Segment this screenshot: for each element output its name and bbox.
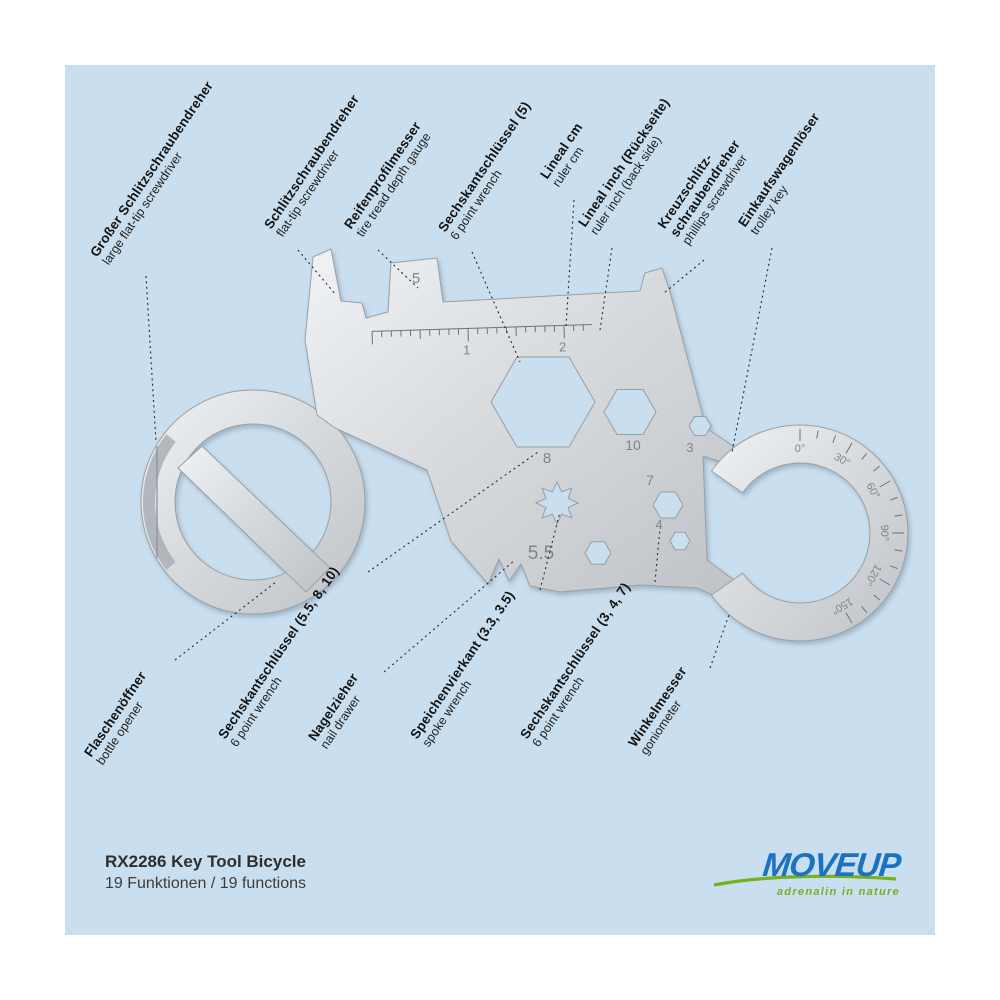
hex-cutout-3 [688,416,712,436]
leader-goniometer [709,611,731,669]
leader-trolley-key [731,247,773,453]
leader-hex-55-8-10 [367,451,539,573]
hex-number-5-5: 5.5 [528,543,554,564]
leader-hex-5 [471,251,521,363]
hex-number-3: 3 [686,440,693,455]
product-info: RX2286 Key Tool Bicycle 19 Funktionen / … [105,852,306,893]
degree-0: 0° [795,443,806,455]
hex-cutout-4 [669,531,691,551]
leader-phillips [663,259,705,294]
moveup-logo-text: MOVEUP [761,846,902,883]
hex-cutout-7 [652,491,684,519]
leader-flat-screwdriver [297,249,337,296]
leader-nail-drawer [383,559,516,673]
hex-cutout-10 [603,389,657,435]
logo-swoosh [713,874,897,887]
product-functions-count: 19 Funktionen / 19 functions [105,875,307,892]
callout-leader-lines [145,199,773,673]
hex-cutout-5-5 [584,541,612,565]
goniometer-ticks [799,429,904,624]
hex-number-10: 10 [625,437,641,453]
spoke-wrench-cutout [534,480,580,526]
hex-number-7: 7 [646,472,654,488]
leader-tread-gauge [377,249,419,289]
goniometer-ring [711,424,909,642]
leader-hex-3-4-7 [654,527,661,583]
bottle-opener-bar [177,445,331,593]
key-tool-bicycle: 1 2 5 8 10 3 7 4 5.5 [140,248,909,642]
hex-cutout-8 [490,356,596,448]
hex-number-4: 4 [655,517,662,532]
tread-gauge-number: 5 [412,270,420,287]
leader-large-flat-screwdriver [145,275,157,443]
hex-number-8: 8 [543,450,551,467]
ruler-number-2: 2 [559,339,567,354]
ruler-number-1: 1 [463,342,471,357]
large-flat-screwdriver-edge [143,434,176,570]
moveup-logo-tagline: adrenalin in nature [776,886,900,898]
degree-90: 90° [878,525,890,542]
ruler-cm: 1 2 [371,323,592,358]
product-title: RX2286 Key Tool Bicycle [105,852,306,871]
moveup-logo: MOVEUP adrenalin in nature [690,846,902,898]
